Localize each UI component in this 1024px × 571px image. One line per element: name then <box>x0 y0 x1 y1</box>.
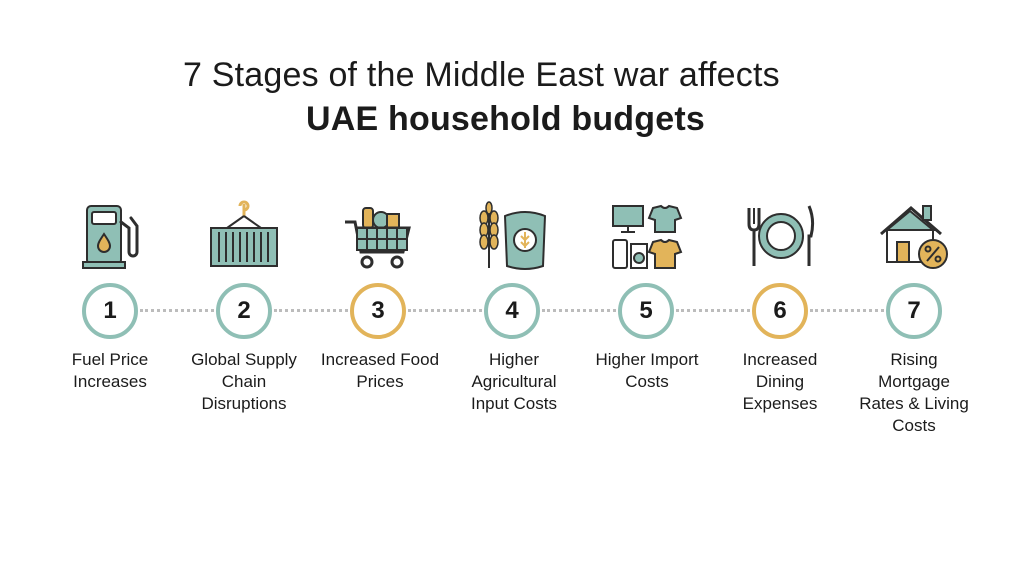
step-1-circle: 1 <box>82 283 138 339</box>
step-6-label: Increased Dining Expenses <box>742 350 818 413</box>
step-1-label: Fuel Price Increases <box>71 350 149 391</box>
step-5-label: Higher Import Costs <box>595 350 699 391</box>
house-percent-icon <box>877 200 951 274</box>
connector-4-5 <box>542 309 616 312</box>
plate-cutlery-icon <box>743 200 817 274</box>
connector-2-3 <box>274 309 348 312</box>
fuel-pump-icon <box>73 200 147 274</box>
step-4-number: 4 <box>505 297 519 324</box>
step-5-circle: 5 <box>618 283 674 339</box>
connector-3-4 <box>408 309 482 312</box>
step-7-label: Rising Mortgage Rates & Living Costs <box>859 350 969 435</box>
step-3-number: 3 <box>371 297 385 324</box>
step-4-circle: 4 <box>484 283 540 339</box>
step-1-number: 1 <box>103 297 117 324</box>
shopping-cart-icon <box>341 200 415 274</box>
connector-5-6 <box>676 309 750 312</box>
title-line-1: 7 Stages of the Middle East war affects <box>183 56 780 94</box>
title-line-2: UAE household budgets <box>306 100 705 138</box>
step-2-circle: 2 <box>216 283 272 339</box>
step-2-label: Global Supply Chain Disruptions <box>191 350 297 413</box>
shipping-container-icon <box>207 200 281 274</box>
step-5-number: 5 <box>639 297 653 324</box>
step-2-number: 2 <box>237 297 251 324</box>
step-6-circle: 6 <box>752 283 808 339</box>
step-6-number: 6 <box>773 297 787 324</box>
step-3-label: Increased Food Prices <box>320 350 440 391</box>
step-7-number: 7 <box>907 297 921 324</box>
step-4-label: Higher Agricultural Input Costs <box>471 350 557 413</box>
grain-sack-icon <box>475 200 549 274</box>
electronics-clothing-icon <box>609 200 683 274</box>
connector-6-7 <box>810 309 884 312</box>
step-3-circle: 3 <box>350 283 406 339</box>
connector-1-2 <box>140 309 214 312</box>
step-7-circle: 7 <box>886 283 942 339</box>
